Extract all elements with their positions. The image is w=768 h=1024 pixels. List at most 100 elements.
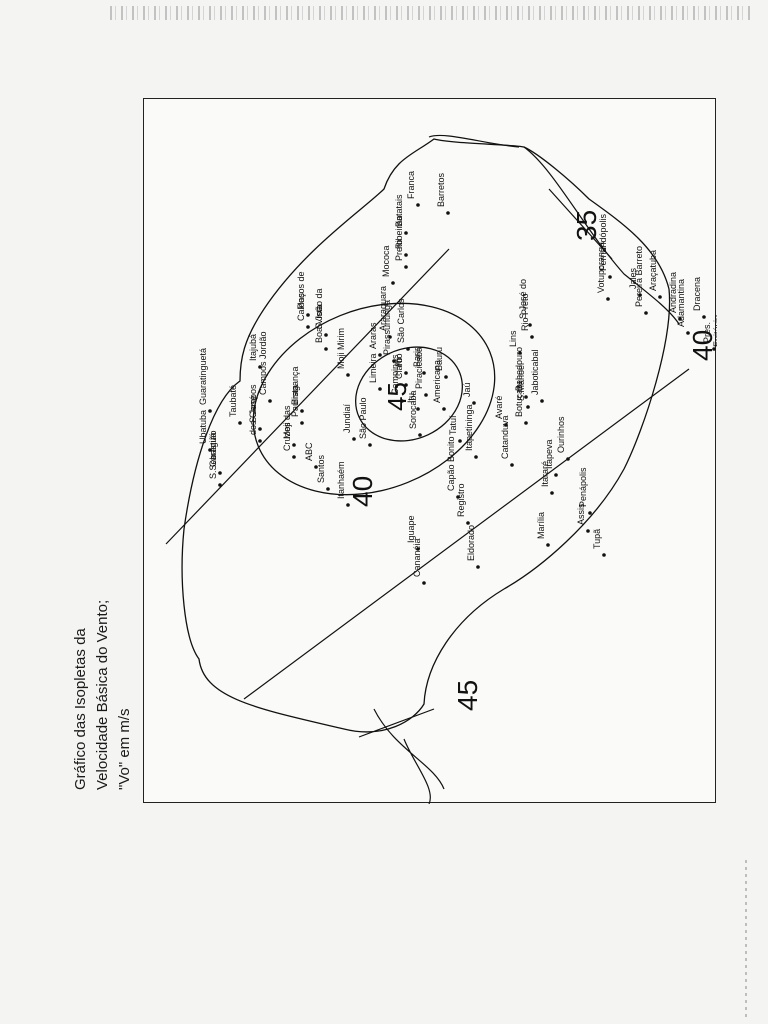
city-label: Catanduva (500, 415, 510, 459)
city-marker (292, 455, 296, 459)
city-label: Itararé (540, 461, 550, 487)
isopleth-label-40-west: 40 (347, 476, 378, 507)
state-outline-south (373, 708, 445, 804)
city-label: Mococa (381, 245, 391, 277)
city-marker (444, 375, 448, 379)
city-marker (324, 347, 328, 351)
city-marker (300, 421, 304, 425)
city-marker (644, 311, 648, 315)
city-marker (400, 399, 404, 403)
city-marker (540, 399, 544, 403)
city-marker (524, 421, 528, 425)
city-label: Itu (406, 393, 416, 403)
state-outline-east (428, 134, 680, 325)
city-label: Pereira Barreto (634, 246, 644, 307)
city-label: São Paulo (358, 397, 368, 439)
city-label: Cruzes (282, 422, 292, 451)
city-label: Claro (394, 357, 404, 379)
city-label: S.Manoel (516, 363, 526, 401)
isopleth-line-35 (548, 188, 613, 260)
city-marker (404, 371, 408, 375)
city-label: Itanhaém (336, 461, 346, 499)
city-label: Piracicaba (414, 347, 424, 389)
city-label: Fernandópolis (598, 213, 608, 271)
isopleth-label-45-center: 45 (382, 382, 412, 411)
city-label: Epitácio (712, 315, 717, 347)
city-marker (208, 448, 212, 452)
city-marker (300, 409, 304, 413)
city-marker (476, 565, 480, 569)
city-label: Ubatuba (198, 410, 208, 444)
city-label: Bragança (290, 366, 300, 405)
city-label: Pirassununga (382, 300, 392, 355)
city-marker (416, 203, 420, 207)
city-label: Guaratinguetá (198, 348, 208, 405)
city-label: Ribeirão (394, 215, 404, 249)
city-marker (306, 313, 310, 317)
city-label: São Carlos (396, 298, 406, 343)
city-marker (416, 407, 420, 411)
city-marker (606, 297, 610, 301)
city-label: Moji das (282, 405, 292, 439)
city-label: S.Sebastião (208, 430, 218, 479)
city-marker (404, 231, 408, 235)
city-marker (391, 281, 395, 285)
city-marker (326, 487, 330, 491)
city-marker (602, 553, 606, 557)
city-label: Tupã (592, 529, 602, 549)
city-marker (314, 465, 318, 469)
city-label: dos Campos (248, 384, 258, 435)
city-marker (528, 323, 532, 327)
city-marker (404, 265, 408, 269)
city-marker (404, 383, 408, 387)
city-label: Rio (394, 353, 404, 367)
city-label: Registro (456, 483, 466, 517)
city-label: Batatais (394, 194, 404, 227)
city-marker (388, 335, 392, 339)
city-label: Preto (394, 239, 404, 261)
city-marker (238, 421, 242, 425)
isopleth-label-40-east: 40 (687, 330, 717, 361)
city-label: Dracena (692, 277, 702, 311)
city-label: Votuporanga (596, 242, 606, 293)
city-marker (530, 335, 534, 339)
city-marker (404, 253, 408, 257)
isopleth-line-45 (358, 708, 435, 738)
city-label: Araçatuba (648, 250, 658, 291)
city-label: Jaboticabal (530, 349, 540, 395)
city-label: Poços de (296, 271, 306, 309)
city-label: Tatuí (448, 415, 458, 435)
city-marker (406, 347, 410, 351)
city-marker (324, 333, 328, 337)
city-marker (518, 351, 522, 355)
city-marker (554, 473, 558, 477)
city-marker (472, 401, 476, 405)
city-marker (378, 353, 382, 357)
city-marker (416, 547, 420, 551)
city-label: Boa Vista (314, 305, 324, 343)
city-marker (686, 331, 690, 335)
city-layer: FrancaBatataisRibeirãoPretoMococaBarreto… (198, 171, 717, 585)
city-label: Taubaté (228, 385, 238, 417)
city-label: Araraquara (378, 286, 388, 331)
city-marker (712, 347, 716, 351)
isopleth-ellipse-outer (252, 302, 496, 496)
city-label: Campinas (390, 354, 400, 395)
isopleth-ellipse-inner (354, 346, 464, 442)
city-marker (422, 581, 426, 585)
isopleth-label-35: 35 (571, 210, 602, 241)
city-marker (218, 483, 222, 487)
city-label: Campos Jordão (258, 331, 268, 395)
city-marker (208, 409, 212, 413)
city-marker (306, 325, 310, 329)
city-marker (292, 443, 296, 447)
city-label: Eldorado (466, 525, 476, 561)
city-label: Marília (536, 512, 546, 539)
city-label: Ourinhos (556, 416, 566, 453)
city-marker (524, 395, 528, 399)
city-label: Itajubá (248, 334, 258, 361)
city-marker (588, 511, 592, 515)
city-label: Limeira (368, 353, 378, 383)
city-marker (456, 495, 460, 499)
city-marker (658, 295, 662, 299)
